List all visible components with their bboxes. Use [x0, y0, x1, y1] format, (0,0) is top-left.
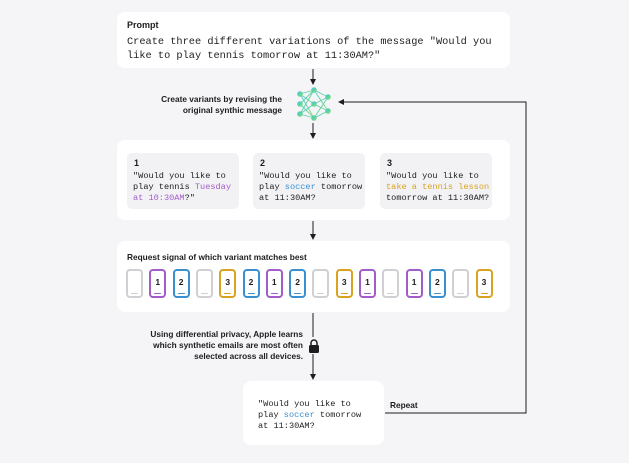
device-phone: 2 — [428, 269, 446, 298]
variant-2: 2 "Would you like to play soccer tomorro… — [253, 153, 365, 209]
highlighted-text: at 10:30AM — [133, 193, 185, 203]
result-card: "Would you like to play soccer tomorrow … — [243, 381, 384, 445]
variant-3: 3 "Would you like to take a tennis lesso… — [380, 153, 492, 209]
device-vote-label: 3 — [341, 277, 347, 287]
device-phone — [312, 269, 330, 298]
home-indicator — [247, 292, 255, 294]
device-vote-label: 1 — [365, 277, 370, 287]
device-phone: 2 — [289, 269, 307, 298]
text-segment: tomorrow at 11:30AM? — [386, 193, 490, 203]
device-vote-label: 3 — [481, 277, 487, 287]
device-vote-label: 2 — [295, 277, 300, 287]
home-indicator — [270, 292, 278, 294]
home-indicator — [294, 292, 302, 294]
device-phone — [195, 269, 213, 298]
text-segment: "Would you like to play — [258, 399, 351, 420]
device-phone: 3 — [219, 269, 237, 298]
highlighted-text: Tuesday — [194, 182, 231, 192]
home-indicator — [224, 292, 232, 294]
device-phone: 2 — [172, 269, 190, 298]
text-segment: "Would you like to — [386, 171, 479, 181]
variant-1: 1 "Would you like to play tennis Tuesday… — [127, 153, 239, 209]
device-phone: 1 — [149, 269, 167, 298]
text-segment: tomorrow at 11:30AM? — [258, 410, 362, 431]
signal-card: Request signal of which variant matches … — [117, 241, 510, 312]
device-vote-label: 2 — [248, 277, 254, 287]
differential-privacy-text: Using differential privacy, Apple learns… — [150, 329, 303, 361]
device-vote-label: 1 — [155, 277, 161, 287]
variants-card: 1 "Would you like to play tennis Tuesday… — [117, 140, 510, 220]
prompt-text: Create three different variations of the… — [127, 36, 492, 62]
home-indicator — [480, 292, 488, 294]
device-phone — [126, 269, 143, 298]
home-indicator — [131, 292, 138, 294]
highlighted-text: soccer — [284, 182, 316, 192]
repeat-label: Repeat — [390, 400, 418, 410]
neural-network-icon — [297, 87, 331, 121]
prompt-title: Prompt — [127, 20, 159, 30]
lock-icon — [309, 339, 319, 353]
text-segment: ?" — [184, 193, 195, 203]
home-indicator — [154, 292, 162, 294]
create-variants-label: Create variants by revising the original… — [161, 94, 282, 115]
variant-number: 1 — [134, 158, 140, 168]
device-vote-label: 2 — [178, 277, 184, 287]
variant-text: "Would you like to take a tennis lesson … — [386, 171, 498, 204]
home-indicator — [200, 292, 208, 294]
device-vote-label: 1 — [271, 277, 277, 287]
device-phone: 1 — [405, 269, 423, 298]
device-vote-label: 1 — [411, 277, 417, 287]
device-phone — [452, 269, 470, 298]
device-phone: 1 — [359, 269, 376, 298]
text-segment: "Would you like to play — [259, 171, 352, 192]
home-indicator — [340, 292, 348, 294]
device-phone: 3 — [475, 269, 493, 298]
home-indicator — [177, 292, 185, 294]
device-phone: 1 — [265, 269, 283, 298]
device-vote-label: 3 — [225, 277, 231, 287]
home-indicator — [364, 292, 371, 294]
variant-text: "Would you like to play soccer tomorrow … — [259, 171, 371, 204]
signal-title: Request signal of which variant matches … — [127, 252, 307, 262]
highlighted-text: soccer — [283, 410, 315, 420]
text-segment: tomorrow at 11:30AM? — [259, 182, 363, 203]
home-indicator — [457, 292, 465, 294]
home-indicator — [317, 292, 325, 294]
result-text: "Would you like to play soccer tomorrow … — [258, 399, 361, 432]
variant-number: 2 — [260, 158, 266, 168]
device-vote-label: 2 — [435, 277, 440, 287]
home-indicator — [433, 292, 441, 294]
home-indicator — [387, 292, 395, 294]
device-phone — [382, 269, 400, 298]
device-phone: 3 — [335, 269, 353, 298]
highlighted-text: take a tennis lesson — [386, 182, 490, 192]
prompt-card: Prompt Create three different variations… — [117, 12, 510, 68]
text-segment: "Would you like to play tennis — [133, 171, 226, 192]
device-phone: 2 — [242, 269, 260, 298]
variant-number: 3 — [387, 158, 393, 168]
home-indicator — [410, 292, 418, 294]
variant-text: "Would you like to play tennis Tuesday a… — [133, 171, 245, 204]
